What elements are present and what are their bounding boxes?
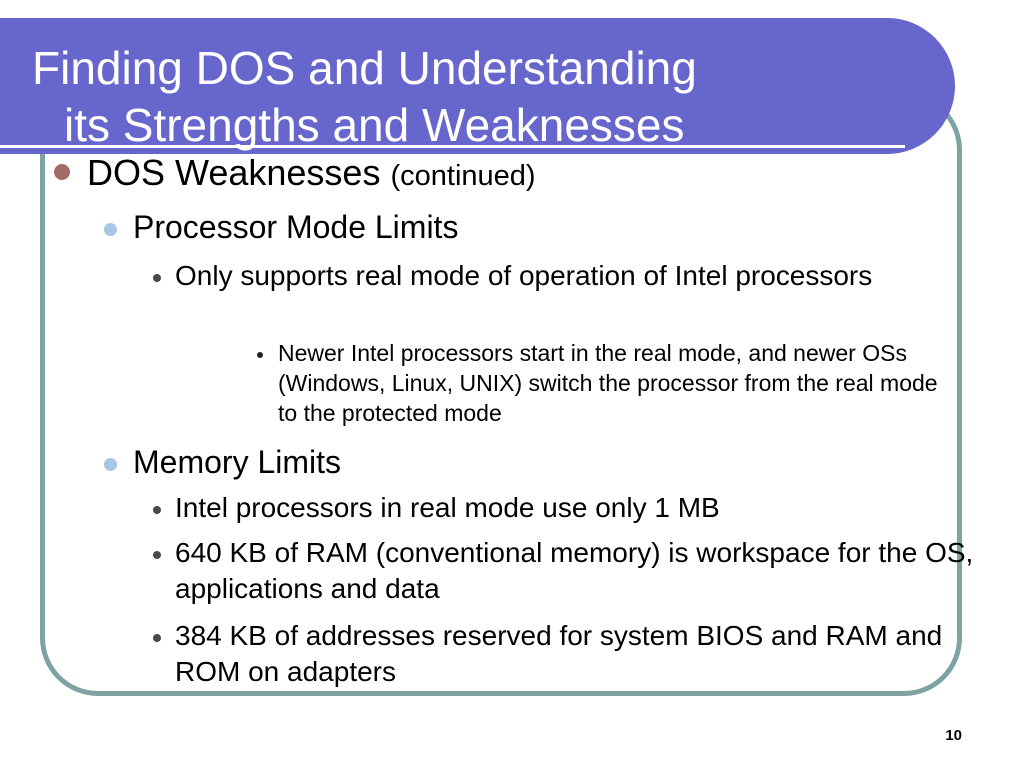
memory-point-3: 384 KB of addresses reserved for system … [175, 620, 943, 687]
level1-bullet-icon [54, 164, 70, 180]
slide-title: Finding DOS and Understanding its Streng… [32, 40, 697, 154]
memory-limits: Memory Limits [133, 444, 342, 480]
processor-point: Only supports real mode of operation of … [175, 260, 873, 291]
level3-bullet-icon [153, 634, 161, 642]
title-line-1: Finding DOS and Understanding [32, 42, 697, 94]
memory-point-2: 640 KB of RAM (conventional memory) is w… [175, 537, 974, 604]
title-line-2: its Strengths and Weaknesses [64, 99, 685, 151]
page-number: 10 [945, 727, 962, 744]
level2-bullet-icon [104, 458, 117, 471]
level2-bullet-icon [104, 223, 117, 236]
level3-bullet-icon [153, 506, 161, 514]
processor-subpoint: Newer Intel processors start in the real… [278, 340, 938, 426]
heading-text: DOS Weaknesses [87, 152, 381, 193]
level4-bullet-icon [257, 352, 263, 358]
level3-bullet-icon [153, 551, 161, 559]
title-band: Finding DOS and Understanding its Streng… [0, 18, 955, 154]
content-frame [40, 92, 962, 696]
memory-point-1: Intel processors in real mode use only 1… [175, 492, 720, 523]
heading-suffix: (continued) [390, 160, 536, 192]
title-underline [0, 145, 905, 148]
heading-dos-weaknesses: DOS Weaknesses (continued) [87, 152, 536, 197]
processor-mode-limits: Processor Mode Limits [133, 209, 459, 245]
level3-bullet-icon [153, 274, 161, 282]
